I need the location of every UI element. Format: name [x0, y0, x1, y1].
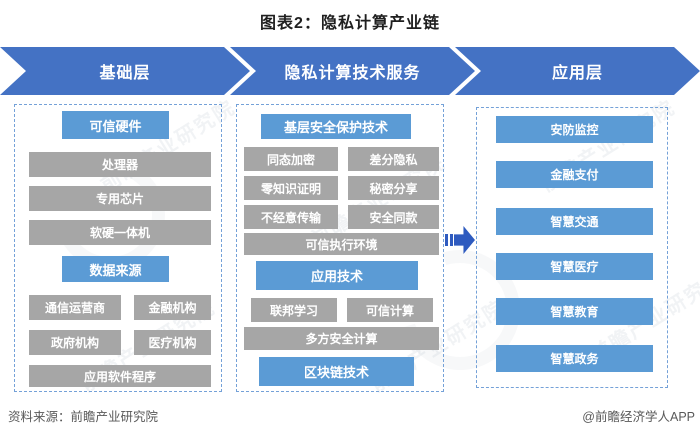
node-medical-institutions: 医疗机构 — [134, 330, 211, 355]
node-federated-learning: 联邦学习 — [251, 298, 337, 322]
flow-arrow-icon — [445, 226, 475, 254]
node-zero-knowledge-proof: 零知识证明 — [244, 176, 338, 200]
node-differential-privacy: 差分隐私 — [348, 147, 439, 171]
node-basic-security-protection-tech: 基层安全保护技术 — [261, 114, 411, 139]
source-note: 资料来源：前瞻产业研究院 — [8, 410, 159, 424]
node-secure-multiparty-computation: 多方安全计算 — [244, 327, 439, 350]
chevron-banner: 基础层 隐私计算技术服务 应用层 — [0, 47, 700, 95]
page-title: 图表2：隐私计算产业链 — [260, 15, 440, 32]
node-telecom-operators: 通信运营商 — [29, 295, 121, 320]
banner-segment-foundation-layer: 基础层 — [0, 47, 250, 95]
node-smart-education: 智慧教育 — [496, 298, 653, 325]
banner-segment-application-layer: 应用层 — [455, 47, 700, 95]
node-security-monitoring: 安防监控 — [496, 116, 653, 143]
node-dedicated-chip: 专用芯片 — [29, 186, 211, 211]
column-application-layer: 安防监控 金融支付 智慧交通 智慧医疗 智慧教育 智慧政务 — [476, 107, 668, 388]
node-smart-healthcare: 智慧医疗 — [496, 253, 653, 280]
node-trusted-hardware: 可信硬件 — [62, 111, 169, 139]
node-oblivious-transfer: 不经意传输 — [244, 205, 338, 229]
credit-note: @前瞻经济学人APP — [582, 410, 695, 424]
node-financial-institutions: 金融机构 — [134, 295, 211, 320]
node-smart-government: 智慧政务 — [496, 345, 653, 372]
node-secret-sharing: 秘密分享 — [348, 176, 439, 200]
node-hw-sw-integrated-machine: 软硬一体机 — [29, 220, 211, 245]
node-application-software: 应用软件程序 — [29, 365, 211, 387]
node-homomorphic-encryption: 同态加密 — [244, 147, 338, 171]
node-data-sources: 数据来源 — [62, 256, 169, 282]
flow-arrow-stripe — [445, 234, 448, 246]
node-application-technology: 应用技术 — [256, 261, 418, 290]
node-blockchain-technology: 区块链技术 — [259, 357, 414, 386]
column-tech-services: 基层安全保护技术 同态加密 差分隐私 零知识证明 秘密分享 不经意传输 安全同款… — [236, 104, 444, 392]
flow-arrow-stripe — [450, 234, 453, 246]
node-government-agencies: 政府机构 — [29, 330, 121, 355]
node-secure-matching: 安全同款 — [348, 205, 439, 229]
node-smart-transportation: 智慧交通 — [496, 208, 653, 235]
node-financial-payment: 金融支付 — [496, 161, 653, 188]
column-foundation-layer: 可信硬件 处理器 专用芯片 软硬一体机 数据来源 通信运营商 金融机构 政府机构… — [14, 104, 222, 392]
banner-segment-tech-services: 隐私计算技术服务 — [230, 47, 475, 95]
node-trusted-execution-environment: 可信执行环境 — [244, 233, 439, 255]
flow-arrow-head — [454, 226, 475, 254]
node-processor: 处理器 — [29, 152, 211, 177]
node-trusted-computing: 可信计算 — [347, 298, 433, 322]
